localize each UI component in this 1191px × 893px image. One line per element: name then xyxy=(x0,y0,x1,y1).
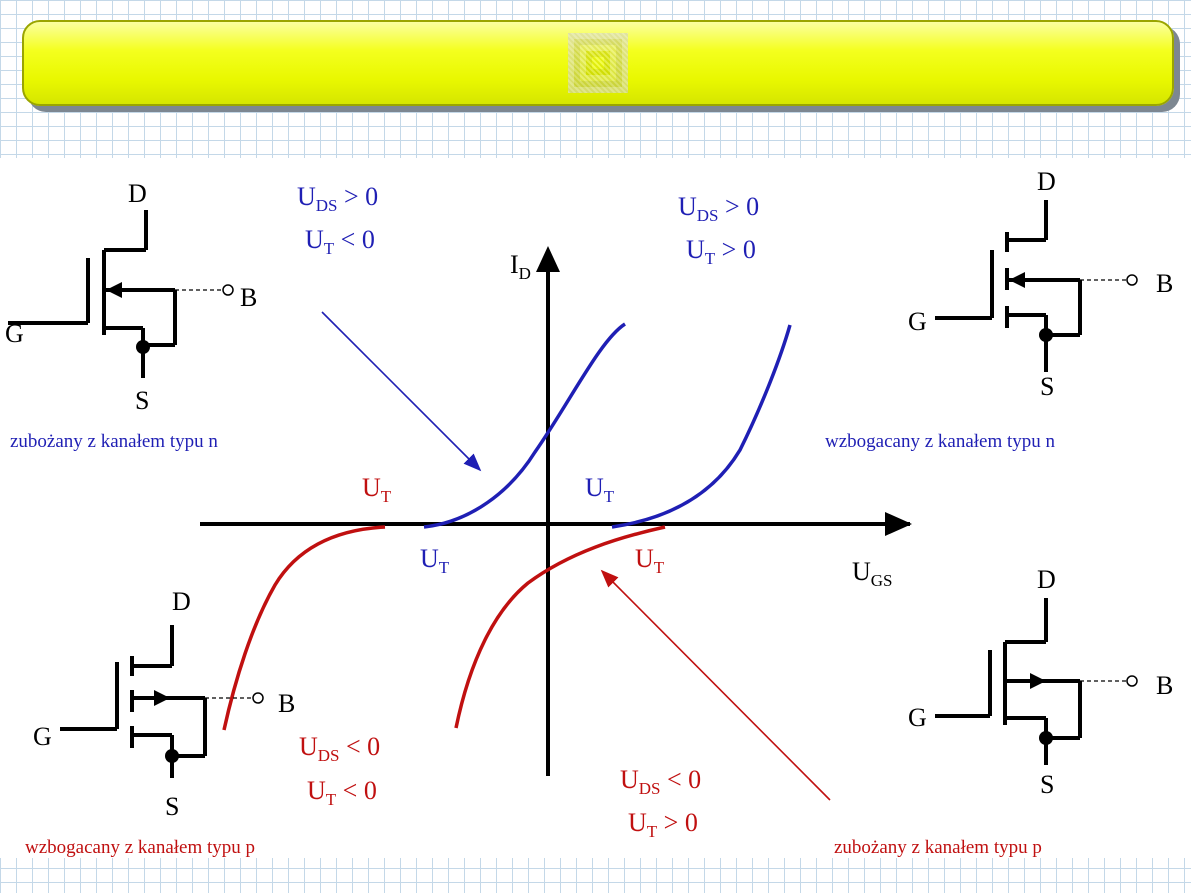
br-drain-label: D xyxy=(1037,565,1056,594)
ut-condition: UT < 0 xyxy=(307,776,377,809)
tr-body-label: B xyxy=(1156,269,1173,298)
tl-gate-label: G xyxy=(5,319,24,348)
transistor-bottom-left xyxy=(60,625,264,778)
pointer-arrow-top-left xyxy=(321,311,482,472)
y-axis-label: ID xyxy=(510,250,531,283)
tl-source-label: S xyxy=(135,386,149,415)
condition-top-left: UDS > 0 UT < 0 xyxy=(297,182,378,258)
tl-body-label: B xyxy=(240,283,257,312)
tr-gate-label: G xyxy=(908,307,927,336)
br-source-label: S xyxy=(1040,770,1054,799)
uds-condition: UDS < 0 xyxy=(299,732,380,765)
uds-condition: UDS > 0 xyxy=(297,182,378,215)
bl-caption: wzbogacany z kanałem typu p xyxy=(25,837,255,858)
ut-label-blue-right: UT xyxy=(585,473,615,506)
br-caption: zubożany z kanałem typu p xyxy=(834,837,1042,858)
condition-bottom-right: UDS < 0 UT > 0 xyxy=(620,765,701,841)
tr-source-label: S xyxy=(1040,372,1054,401)
transistor-top-right xyxy=(935,200,1138,372)
ut-label-red-right: UT xyxy=(635,544,665,577)
tl-caption: zubożany z kanałem typu n xyxy=(10,431,218,452)
ut-label-blue-left: UT xyxy=(420,544,450,577)
transistor-top-left xyxy=(8,210,234,378)
title-banner xyxy=(22,20,1174,106)
banner-emblem-icon xyxy=(568,33,628,93)
curve-p-enhancement xyxy=(222,525,386,731)
br-body-label: B xyxy=(1156,671,1173,700)
uds-condition: UDS < 0 xyxy=(620,765,701,798)
tl-drain-label: D xyxy=(128,179,147,208)
transistor-bottom-right xyxy=(935,598,1138,765)
curve-n-enhancement xyxy=(611,324,792,529)
x-axis-arrowhead xyxy=(885,512,912,536)
br-gate-label: G xyxy=(908,703,927,732)
curve-n-depletion xyxy=(423,322,626,529)
pointer-arrow-bottom-right xyxy=(600,569,831,801)
condition-bottom-left: UDS < 0 UT < 0 xyxy=(299,732,380,809)
bl-body-label: B xyxy=(278,689,295,718)
curve-p-depletion xyxy=(454,525,666,729)
bl-gate-label: G xyxy=(33,722,52,751)
uds-condition: UDS > 0 xyxy=(678,192,759,225)
ut-condition: UT > 0 xyxy=(628,808,698,841)
bl-drain-label: D xyxy=(172,587,191,616)
ut-label-red-top: UT xyxy=(362,473,392,506)
x-axis-label: UGS xyxy=(852,557,893,590)
condition-top-right: UDS > 0 UT > 0 xyxy=(678,192,759,268)
tr-caption: wzbogacany z kanałem typu n xyxy=(825,431,1056,452)
ut-condition: UT > 0 xyxy=(686,235,756,268)
bl-source-label: S xyxy=(165,792,179,821)
tr-drain-label: D xyxy=(1037,167,1056,196)
ut-condition: UT < 0 xyxy=(305,225,375,258)
y-axis-arrowhead xyxy=(536,246,560,272)
axes: ID UGS xyxy=(200,246,912,776)
